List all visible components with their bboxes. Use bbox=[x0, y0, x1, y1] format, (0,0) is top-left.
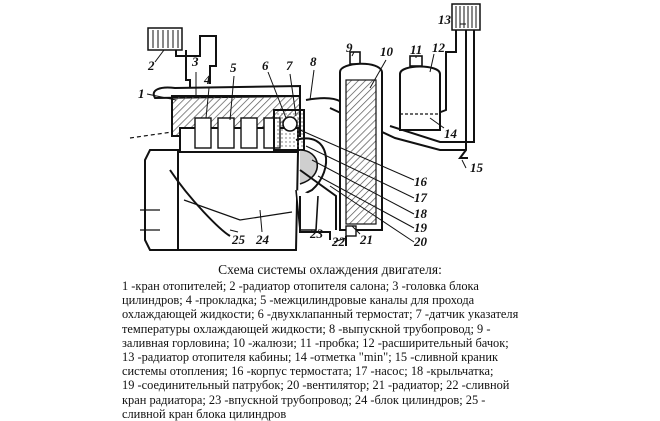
radiator bbox=[339, 51, 383, 237]
label-5: 5 bbox=[230, 60, 237, 75]
label-10: 10 bbox=[380, 44, 394, 59]
caption-line: 1 -кран отопителей; 2 -радиатор отопител… bbox=[122, 279, 479, 293]
heater-radiator-salon-icon bbox=[147, 27, 183, 51]
heater-radiator-cab-icon bbox=[451, 3, 481, 31]
caption-line: 13 -радиатор отопителя кабины; 14 -отмет… bbox=[122, 350, 499, 365]
label-4: 4 bbox=[203, 72, 211, 87]
caption-line: заливная горловина; 10 -жалюзи; 11 -проб… bbox=[122, 335, 509, 350]
label-25: 25 bbox=[231, 232, 246, 247]
label-8: 8 bbox=[310, 54, 317, 69]
label-17: 17 bbox=[414, 190, 428, 205]
caption-line: температуры охлаждающей жидкости; 8 -вып… bbox=[122, 321, 491, 336]
caption-body: 1 -кран отопителей; 2 -радиатор отопител… bbox=[122, 279, 542, 421]
label-16: 16 bbox=[414, 174, 428, 189]
label-9: 9 bbox=[346, 40, 353, 55]
label-24: 24 bbox=[255, 232, 270, 247]
caption-line: сливной кран блока цилиндров bbox=[122, 406, 287, 421]
caption-line: цилиндров; 4 -прокладка; 5 -межцилиндров… bbox=[122, 293, 475, 308]
label-20: 20 bbox=[413, 234, 428, 249]
diagram-labels: 1 2 3 4 5 6 7 8 9 10 11 12 13 14 15 16 1… bbox=[138, 12, 484, 249]
label-19: 19 bbox=[414, 220, 428, 235]
label-7: 7 bbox=[286, 58, 293, 73]
label-22: 22 bbox=[331, 234, 346, 249]
label-3: 3 bbox=[191, 54, 199, 69]
caption-line: охлаждающей жидкости; 6 -двухклапанный т… bbox=[122, 307, 519, 322]
cooling-system-diagram: 1 2 3 4 5 6 7 8 9 10 11 12 13 14 15 16 1… bbox=[129, 3, 484, 251]
label-18: 18 bbox=[414, 206, 428, 221]
caption-line: 19 -соединительный патрубок; 20 -вентиля… bbox=[122, 378, 510, 393]
label-11: 11 bbox=[410, 42, 422, 57]
label-1: 1 bbox=[138, 86, 145, 101]
label-15: 15 bbox=[470, 160, 484, 175]
caption-title: Схема системы охлаждения двигателя: bbox=[218, 262, 442, 277]
label-14: 14 bbox=[444, 126, 458, 141]
leader-lines bbox=[146, 23, 467, 243]
label-13: 13 bbox=[438, 12, 452, 27]
label-21: 21 bbox=[359, 232, 373, 247]
label-23: 23 bbox=[309, 226, 324, 241]
expansion-tank bbox=[399, 55, 441, 131]
fan-and-pipes bbox=[169, 169, 347, 246]
label-12: 12 bbox=[432, 40, 446, 55]
caption-line: кран радиатора; 23 -впускной трубопровод… bbox=[122, 392, 486, 407]
label-6: 6 bbox=[262, 58, 269, 73]
caption-line: системы отопления; 16 -корпус термостата… bbox=[122, 364, 494, 379]
label-2: 2 bbox=[147, 58, 155, 73]
